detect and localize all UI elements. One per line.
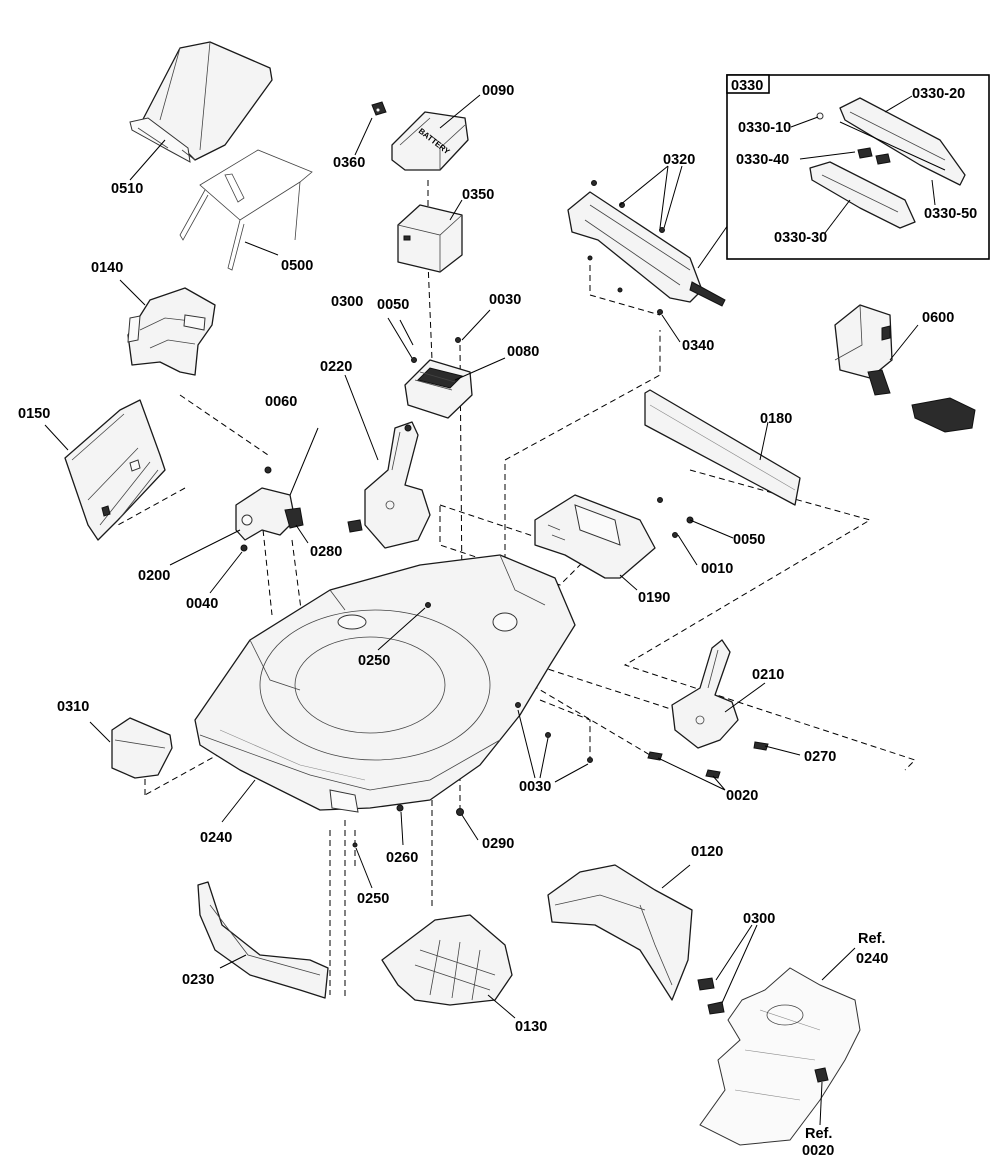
callout-0280: 0280 bbox=[310, 544, 342, 560]
callout-0150: 0150 bbox=[18, 406, 50, 422]
callout-0050-right: 0050 bbox=[733, 532, 765, 548]
callout-0600: 0600 bbox=[922, 310, 954, 326]
grass-bag-frame bbox=[179, 149, 313, 271]
callout-0310: 0310 bbox=[57, 699, 89, 715]
mulch-baffle-0130 bbox=[381, 914, 513, 1006]
callout-0330-20: 0330-20 bbox=[912, 86, 965, 102]
callout-0240: 0240 bbox=[200, 830, 232, 846]
callout-0270: 0270 bbox=[804, 749, 836, 765]
callout-labels: 0510 0500 0140 0150 0060 0200 0040 0280 … bbox=[18, 83, 977, 1155]
callout-0300-bottom: 0300 bbox=[743, 911, 775, 927]
reference-deck-section bbox=[699, 967, 861, 1146]
callout-0250-deck: 0250 bbox=[358, 653, 390, 669]
callout-0360: 0360 bbox=[333, 155, 365, 171]
callout-0130: 0130 bbox=[515, 1019, 547, 1035]
battery bbox=[397, 204, 463, 273]
left-handle-bracket bbox=[347, 421, 431, 549]
callout-ref-0240-line1: Ref. bbox=[858, 931, 885, 947]
callout-0180: 0180 bbox=[760, 411, 792, 427]
callout-0260: 0260 bbox=[386, 850, 418, 866]
callout-0350: 0350 bbox=[462, 187, 494, 203]
mower-deck bbox=[194, 554, 576, 813]
rear-door bbox=[64, 399, 166, 541]
callout-0510: 0510 bbox=[111, 181, 143, 197]
callout-0090: 0090 bbox=[482, 83, 514, 99]
callout-0500: 0500 bbox=[281, 258, 313, 274]
side-panel-0180 bbox=[644, 389, 801, 506]
rear-side-shield bbox=[127, 287, 216, 376]
battery-clip bbox=[371, 101, 387, 116]
callout-0340: 0340 bbox=[682, 338, 714, 354]
callout-0290: 0290 bbox=[482, 836, 514, 852]
grass-bag-cover bbox=[129, 41, 273, 163]
callout-0050-top: 0050 bbox=[377, 297, 409, 313]
callout-ref-0020-line2: 0020 bbox=[802, 1143, 834, 1155]
handle-bracket-assembly bbox=[235, 427, 319, 552]
callout-0030-bottom: 0030 bbox=[519, 779, 551, 795]
callout-0030-top: 0030 bbox=[489, 292, 521, 308]
callout-0040: 0040 bbox=[186, 596, 218, 612]
inset-0330: 0330 bbox=[726, 74, 990, 260]
callout-0120: 0120 bbox=[691, 844, 723, 860]
callout-0210: 0210 bbox=[752, 667, 784, 683]
callout-0020: 0020 bbox=[726, 788, 758, 804]
callout-0250-bottom: 0250 bbox=[357, 891, 389, 907]
callout-0190: 0190 bbox=[638, 590, 670, 606]
battery-tray bbox=[404, 337, 473, 419]
fasteners bbox=[352, 702, 593, 848]
callout-0200: 0200 bbox=[138, 568, 170, 584]
callout-0330-40: 0330-40 bbox=[736, 152, 789, 168]
callout-ref-0020-line1: Ref. bbox=[805, 1126, 832, 1142]
callout-0080: 0080 bbox=[507, 344, 539, 360]
callout-0230: 0230 bbox=[182, 972, 214, 988]
leader-lines bbox=[44, 94, 936, 1126]
battery-charger bbox=[834, 304, 976, 433]
callout-0140: 0140 bbox=[91, 260, 123, 276]
callout-0320: 0320 bbox=[663, 152, 695, 168]
callout-0330-30: 0330-30 bbox=[774, 230, 827, 246]
callout-0330-10: 0330-10 bbox=[738, 120, 791, 136]
discharge-chute bbox=[547, 864, 725, 1015]
callout-ref-0240-line2: 0240 bbox=[856, 951, 888, 967]
callout-0300-top: 0300 bbox=[331, 294, 363, 310]
callout-0330-50: 0330-50 bbox=[924, 206, 977, 222]
right-handle-bracket bbox=[647, 639, 769, 779]
inset-title: 0330 bbox=[731, 78, 763, 94]
callout-0220: 0220 bbox=[320, 359, 352, 375]
rear-bracket-0190 bbox=[534, 494, 694, 579]
battery-cover: BATTERY bbox=[391, 111, 469, 171]
callout-0010: 0010 bbox=[701, 561, 733, 577]
rear-skirt-0230 bbox=[197, 881, 329, 999]
callout-0060: 0060 bbox=[265, 394, 297, 410]
handle-pivot-assembly bbox=[567, 180, 729, 315]
side-deflector-0310 bbox=[111, 717, 173, 779]
